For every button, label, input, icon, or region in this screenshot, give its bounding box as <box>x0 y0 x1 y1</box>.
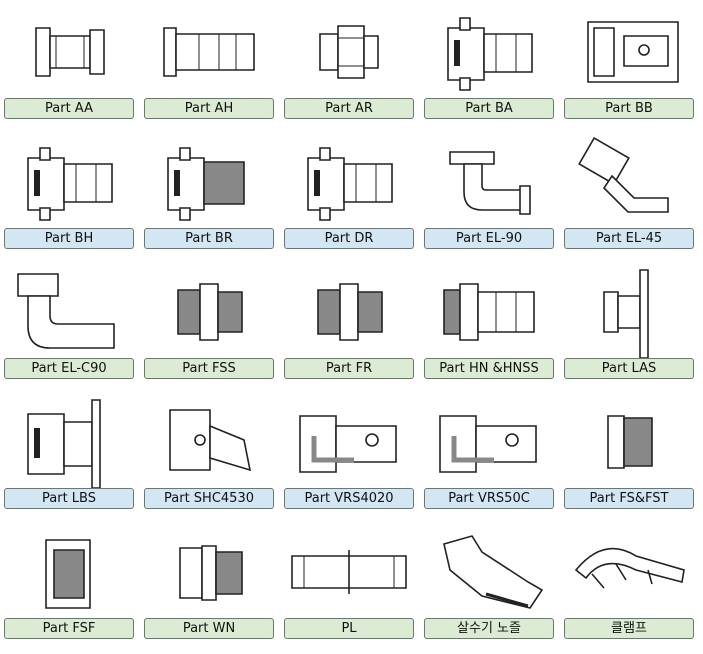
part-fss-drawing <box>144 266 274 358</box>
part-ba: Part BA <box>424 6 554 124</box>
part-pl: PL <box>284 526 414 644</box>
part-el90: Part EL-90 <box>424 136 554 254</box>
part-label: Part AR <box>284 98 414 119</box>
part-label: Part FR <box>284 358 414 379</box>
part-label: Part DR <box>284 228 414 249</box>
part-ar: Part AR <box>284 6 414 124</box>
part-label: Part BA <box>424 98 554 119</box>
part-nozzle: 살수기 노즐 <box>424 526 554 644</box>
part-fsfst-drawing <box>564 396 694 488</box>
part-label: Part EL-C90 <box>4 358 134 379</box>
part-fsf-drawing <box>4 526 134 618</box>
part-fr: Part FR <box>284 266 414 384</box>
part-br: Part BR <box>144 136 274 254</box>
part-label: Part BR <box>144 228 274 249</box>
part-label: Part EL-45 <box>564 228 694 249</box>
part-ar-drawing <box>284 6 414 98</box>
part-label: Part AA <box>4 98 134 119</box>
part-bh: Part BH <box>4 136 134 254</box>
part-fss: Part FSS <box>144 266 274 384</box>
part-vrs50c: Part VRS50C <box>424 396 554 514</box>
part-label: Part VRS4020 <box>284 488 414 509</box>
part-el90-drawing <box>424 136 554 228</box>
part-las: Part LAS <box>564 266 694 384</box>
part-label: PL <box>284 618 414 639</box>
part-label: Part AH <box>144 98 274 119</box>
part-shc-drawing <box>144 396 274 488</box>
part-lbs: Part LBS <box>4 396 134 514</box>
part-label: Part FS&FST <box>564 488 694 509</box>
part-lbs-drawing <box>4 396 134 488</box>
part-ah-drawing <box>144 6 274 98</box>
part-label: Part HN &HNSS <box>424 358 554 379</box>
part-bh-drawing <box>4 136 134 228</box>
part-hn-drawing <box>424 266 554 358</box>
part-pl-drawing <box>284 526 414 618</box>
part-bb-drawing <box>564 6 694 98</box>
part-label: 클램프 <box>564 618 694 639</box>
part-nozzle-drawing <box>424 526 554 618</box>
part-label: Part SHC4530 <box>144 488 274 509</box>
part-fsf: Part FSF <box>4 526 134 644</box>
part-label: Part WN <box>144 618 274 639</box>
part-vrs4020: Part VRS4020 <box>284 396 414 514</box>
part-bb: Part BB <box>564 6 694 124</box>
part-aa-drawing <box>4 6 134 98</box>
part-fsfst: Part FS&FST <box>564 396 694 514</box>
part-ba-drawing <box>424 6 554 98</box>
part-shc: Part SHC4530 <box>144 396 274 514</box>
part-label: Part FSF <box>4 618 134 639</box>
part-label: Part BH <box>4 228 134 249</box>
part-label: Part LBS <box>4 488 134 509</box>
part-clamp: 클램프 <box>564 526 694 644</box>
part-aa: Part AA <box>4 6 134 124</box>
part-elc90-drawing <box>4 266 134 358</box>
part-hn: Part HN &HNSS <box>424 266 554 384</box>
part-las-drawing <box>564 266 694 358</box>
part-vrs50c-drawing <box>424 396 554 488</box>
part-label: Part EL-90 <box>424 228 554 249</box>
part-wn: Part WN <box>144 526 274 644</box>
part-clamp-drawing <box>564 526 694 618</box>
part-dr-drawing <box>284 136 414 228</box>
part-ah: Part AH <box>144 6 274 124</box>
part-el45-drawing <box>564 136 694 228</box>
part-br-drawing <box>144 136 274 228</box>
part-el45: Part EL-45 <box>564 136 694 254</box>
part-elc90: Part EL-C90 <box>4 266 134 384</box>
part-label: Part VRS50C <box>424 488 554 509</box>
part-label: Part BB <box>564 98 694 119</box>
part-vrs4020-drawing <box>284 396 414 488</box>
part-label: Part FSS <box>144 358 274 379</box>
part-label: 살수기 노즐 <box>424 618 554 639</box>
part-label: Part LAS <box>564 358 694 379</box>
part-wn-drawing <box>144 526 274 618</box>
part-fr-drawing <box>284 266 414 358</box>
part-dr: Part DR <box>284 136 414 254</box>
